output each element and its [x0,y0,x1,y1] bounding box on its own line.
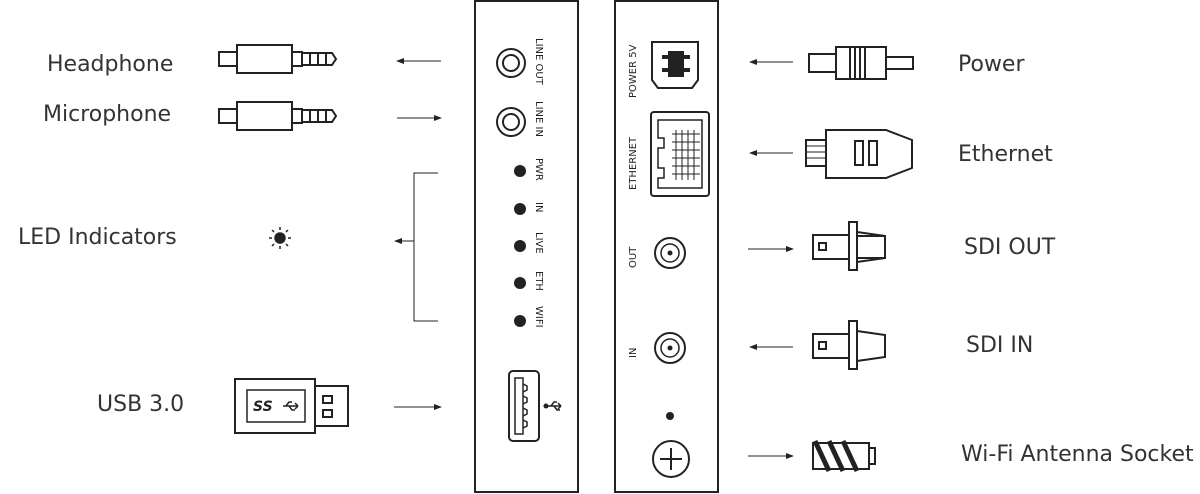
antenna-socket-icon [652,440,690,478]
ethernet-text: ETHERNET [628,136,639,190]
label-ethernet: Ethernet [958,142,1053,167]
label-power: Power [958,52,1025,77]
line-out-jack-icon [496,48,526,78]
led-bracket [413,172,438,322]
ethernet-plug-icon [805,129,913,179]
power-5v-text: POWER 5V [628,44,639,98]
label-wifi-antenna-socket: Wi-Fi Antenna Socket [961,442,1194,467]
label-headphone: Headphone [47,52,174,77]
led-label-live: LIVE [533,232,544,254]
line-out-text: LINE OUT [533,38,544,86]
line-in-jack-icon [496,107,526,137]
ethernet-port-icon [650,111,710,197]
indicator-dot-icon [666,412,674,420]
label-sdi-out: SDI OUT [964,235,1056,260]
sdi-in-text: IN [628,348,639,358]
led-in-icon [514,203,526,215]
usb-stick-icon [234,378,349,434]
usb-port-icon [508,370,540,442]
power-plug-icon [808,46,914,80]
label-usb: USB 3.0 [97,392,185,417]
led-eth-icon [514,277,526,289]
sun-icon [269,227,291,249]
right-device-panel [614,0,719,493]
led-label-in: IN [533,202,544,212]
wifi-antenna-plug-icon [812,439,876,473]
led-label-pwr: PWR [533,158,544,181]
led-label-wifi: WIFI [533,306,544,328]
label-sdi-in: SDI IN [966,333,1034,358]
microphone-plug-icon [218,101,338,131]
label-led-indicators: LED Indicators [18,225,177,250]
led-live-icon [514,240,526,252]
sdi-in-plug-icon [812,320,886,370]
label-microphone: Microphone [43,102,172,127]
led-wifi-icon [514,315,526,327]
led-label-eth: ETH [533,271,544,291]
usb-b-port-icon [651,41,699,89]
sdi-out-plug-icon [812,221,886,271]
line-in-text: LINE IN [533,101,544,137]
usb-ss-badge: SS [253,399,273,415]
sdi-out-coax-icon [654,237,686,269]
headphone-plug-icon [218,44,338,74]
sdi-in-coax-icon [654,332,686,364]
usb-symbol-icon [543,401,562,411]
sdi-out-text: OUT [628,246,639,268]
left-device-panel [474,0,579,493]
led-pwr-icon [514,165,526,177]
